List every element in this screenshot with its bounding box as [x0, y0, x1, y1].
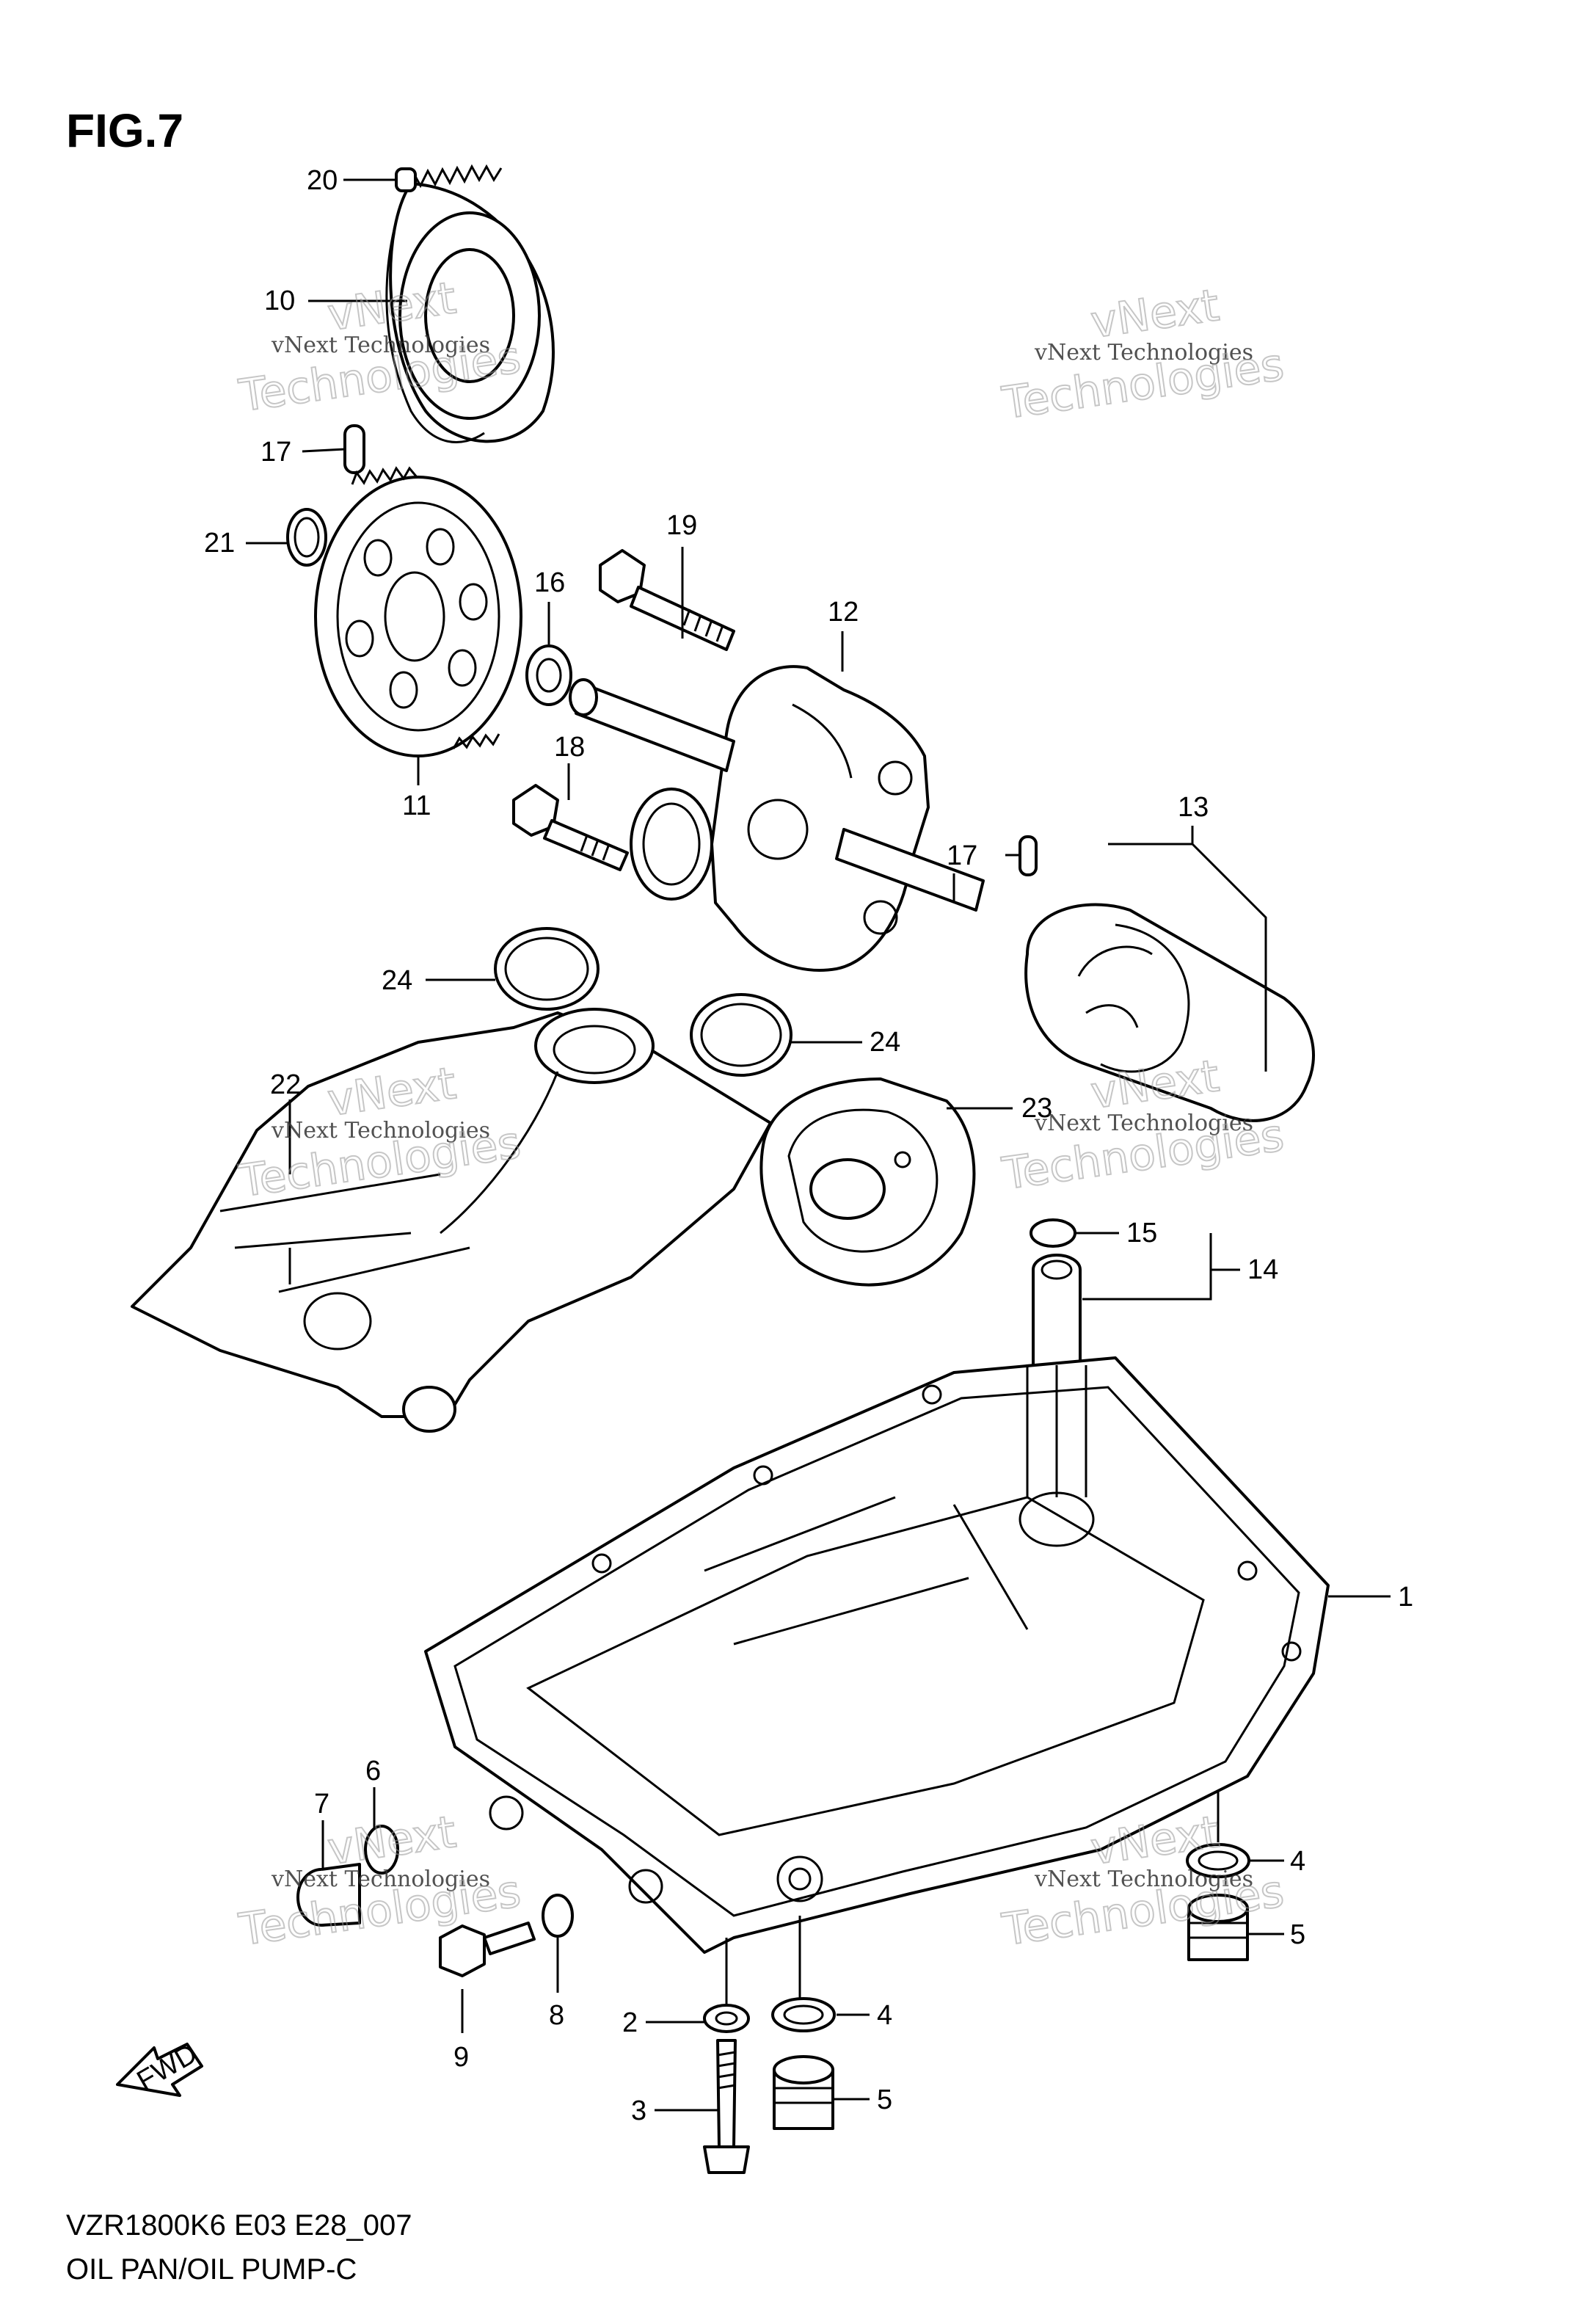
- callout-10: 10: [264, 286, 295, 316]
- callout-1: 1: [1398, 1582, 1413, 1613]
- part-2-washer: [703, 2004, 750, 2033]
- part-8-gasket: [542, 1894, 574, 1938]
- callout-5-lower: 5: [877, 2084, 892, 2115]
- callout-15: 15: [1126, 1218, 1157, 1248]
- part-12-oil-pump: [569, 665, 985, 972]
- watermark: vNext Technologies Technologies vNext: [998, 279, 1287, 430]
- callout-labels: 20 10 17 21 19 16 12 11 18 17 13 24 24 2…: [204, 165, 1413, 2126]
- part-20-pin: [395, 167, 417, 192]
- model-code: VZR1800K6 E03 E28_007: [66, 2209, 412, 2242]
- callout-6: 6: [365, 1756, 381, 1786]
- callout-18: 18: [554, 732, 585, 763]
- part-22-oil-baffle: [131, 1008, 772, 1433]
- callout-9: 9: [453, 2042, 469, 2073]
- leader-lines: [246, 178, 1391, 2112]
- part-21-circlip: [286, 508, 327, 567]
- svg-text:vNext Technologies: vNext Technologies: [1034, 1110, 1253, 1136]
- svg-text:vNext Technologies: vNext Technologies: [271, 1118, 490, 1144]
- callout-11: 11: [402, 790, 431, 821]
- part-9-bolt: [439, 1922, 536, 1977]
- part-11-gear: [314, 466, 522, 757]
- watermark: vNext Technologies Technologies vNext: [998, 1806, 1287, 1957]
- part-18-bolt: [512, 784, 629, 871]
- fwd-arrow-icon: FWD: [116, 2038, 203, 2097]
- callout-17-lower: 17: [947, 840, 977, 871]
- svg-text:vNext Technologies: vNext Technologies: [271, 1866, 490, 1892]
- part-17-pin-upper: [343, 424, 365, 474]
- callout-7: 7: [314, 1789, 329, 1820]
- callout-24-left: 24: [382, 965, 412, 996]
- part-23-strainer-housing: [759, 1077, 976, 1287]
- callout-16: 16: [534, 567, 565, 598]
- callout-4-right: 4: [1290, 1846, 1305, 1877]
- part-6-gasket: [364, 1825, 399, 1875]
- part-4-washer-lower: [771, 1997, 836, 2032]
- part-10-gear: [385, 164, 555, 443]
- part-15-oring: [1030, 1218, 1076, 1248]
- part-19-bolt: [599, 549, 735, 651]
- svg-text:vNext Technologies: vNext Technologies: [1034, 1866, 1253, 1892]
- svg-text:vNext: vNext: [324, 1806, 459, 1875]
- callout-17-upper: 17: [260, 437, 291, 468]
- svg-text:vNext: vNext: [1087, 280, 1222, 349]
- part-7-plug: [296, 1863, 361, 1927]
- callout-2: 2: [622, 2007, 638, 2038]
- callout-14: 14: [1247, 1254, 1278, 1285]
- part-24-oring-left: [494, 927, 600, 1011]
- part-3-bolt: [703, 2039, 750, 2174]
- callout-24-right: 24: [870, 1027, 900, 1058]
- callout-21: 21: [204, 528, 235, 559]
- callout-20: 20: [307, 165, 338, 196]
- callout-3: 3: [631, 2095, 646, 2126]
- callout-4-lower: 4: [877, 2000, 892, 2031]
- part-24-oring-right: [690, 993, 792, 1077]
- part-1-oil-pan: [424, 1356, 1330, 1954]
- callout-23: 23: [1021, 1093, 1052, 1124]
- diagram-caption: OIL PAN/OIL PUMP-C: [66, 2253, 357, 2286]
- figure-title: FIG.7: [66, 104, 183, 157]
- callout-12: 12: [828, 597, 859, 628]
- callout-5-right: 5: [1290, 1919, 1305, 1950]
- svg-text:vNext Technologies: vNext Technologies: [1034, 340, 1253, 366]
- callout-22: 22: [270, 1069, 301, 1100]
- part-16-washer: [525, 644, 572, 706]
- part-5-plug-right: [1187, 1894, 1249, 1961]
- part-14-pipe: [1032, 1254, 1082, 1375]
- part-5-plug-lower: [773, 2055, 834, 2130]
- callout-19: 19: [666, 510, 697, 541]
- part-13-strainer: [1024, 903, 1315, 1122]
- callout-8: 8: [549, 2000, 564, 2031]
- callout-13: 13: [1178, 792, 1209, 823]
- part-17-pin-lower: [1019, 835, 1038, 876]
- svg-text:vNext Technologies: vNext Technologies: [271, 332, 490, 358]
